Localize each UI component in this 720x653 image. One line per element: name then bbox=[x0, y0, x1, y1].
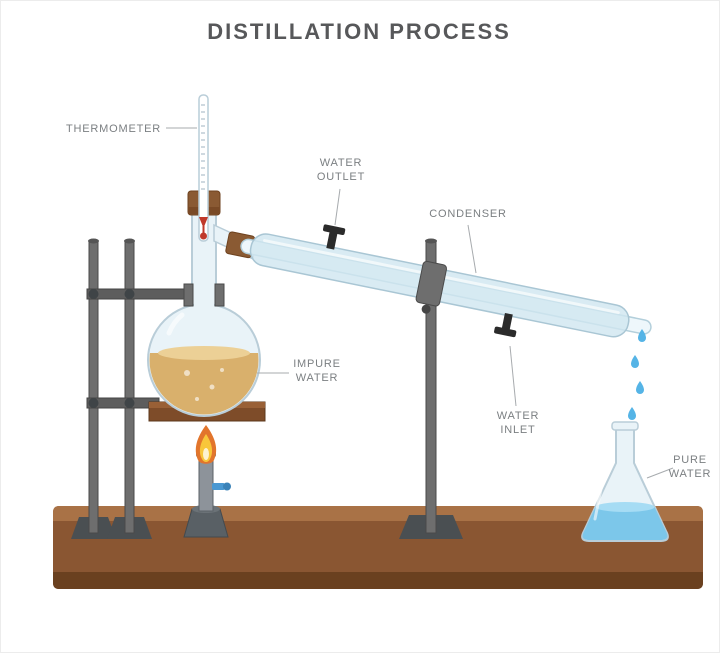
clamp-bolt-4 bbox=[124, 398, 135, 408]
erlenmeyer-highlight bbox=[593, 477, 605, 521]
erlenmeyer-lip bbox=[611, 421, 639, 431]
flame-core bbox=[203, 448, 209, 460]
page-title: DISTILLATION PROCESS bbox=[207, 19, 511, 44]
impure-water-label-line1: IMPURE bbox=[293, 358, 341, 370]
clamp-bolt-2 bbox=[124, 289, 135, 299]
condenser-assembly bbox=[225, 224, 652, 338]
pure-water-label-line1: PURE bbox=[673, 454, 707, 466]
thermometer-label: THERMOMETER bbox=[66, 123, 161, 135]
pole-cap-1 bbox=[88, 238, 99, 244]
bubble bbox=[195, 397, 199, 401]
table-bottom-edge bbox=[53, 572, 703, 589]
stand-left-pole-1 bbox=[88, 240, 99, 534]
stand-left-pole-2 bbox=[124, 240, 135, 534]
impure-water-label-line2: WATER bbox=[296, 372, 339, 384]
pure-water-label-line2: WATER bbox=[669, 468, 712, 480]
burner-base bbox=[183, 508, 229, 538]
pure-water-leader bbox=[646, 467, 674, 479]
glass-highlight bbox=[166, 312, 185, 336]
neck-clamp-jaw-right bbox=[214, 283, 225, 307]
water-outlet-tap-cap bbox=[322, 224, 346, 235]
annotations: THERMOMETER WATER OUTLET CONDENSER IMPUR… bbox=[66, 123, 712, 480]
condenser-clamp-bolt bbox=[421, 304, 431, 314]
drop bbox=[631, 355, 639, 368]
pole-cap-3 bbox=[425, 238, 437, 244]
thermometer-bulb bbox=[200, 232, 207, 240]
condenser-label: CONDENSER bbox=[429, 208, 507, 220]
condenser-leader bbox=[467, 224, 477, 274]
drop bbox=[628, 407, 636, 420]
bubble bbox=[184, 370, 190, 376]
bubble bbox=[209, 384, 215, 390]
water-drops bbox=[628, 329, 646, 420]
drop bbox=[636, 381, 644, 394]
condenser-clamp bbox=[415, 260, 448, 307]
retort-stand-right bbox=[399, 238, 463, 539]
clamp-arm-upper bbox=[86, 288, 200, 300]
bunsen-burner bbox=[183, 425, 231, 538]
water-inlet-tap-cap bbox=[494, 326, 517, 338]
water-inlet-label-line1: WATER bbox=[497, 410, 540, 422]
water-inlet-leader bbox=[509, 345, 517, 407]
water-inlet-label-line2: INLET bbox=[500, 424, 535, 436]
erlenmeyer-flask bbox=[581, 421, 669, 542]
drop bbox=[638, 329, 646, 342]
water-outlet-label-line2: OUTLET bbox=[317, 171, 365, 183]
clamp-bolt-1 bbox=[88, 289, 99, 299]
gas-valve-knob bbox=[223, 482, 231, 491]
thermometer-mercury-arrow bbox=[199, 217, 208, 228]
gas-valve bbox=[212, 483, 225, 490]
impure-liquid-surface bbox=[158, 346, 250, 360]
retort-stand-left bbox=[71, 238, 200, 539]
neck-clamp-jaw-left bbox=[183, 283, 194, 307]
thermometer-scale bbox=[201, 104, 205, 190]
pole-cap-2 bbox=[124, 238, 135, 244]
clamp-bolt-3 bbox=[88, 398, 99, 408]
thermometer-assembly bbox=[187, 94, 221, 242]
water-inlet-tap bbox=[501, 312, 513, 333]
water-outlet-leader bbox=[334, 188, 341, 226]
pure-liquid bbox=[582, 507, 668, 540]
pure-liquid-surface bbox=[595, 502, 655, 512]
water-outlet-label-line1: WATER bbox=[320, 157, 363, 169]
water-outlet-tap bbox=[326, 230, 338, 250]
bubble bbox=[220, 368, 224, 372]
flask-neck-join bbox=[194, 297, 214, 311]
